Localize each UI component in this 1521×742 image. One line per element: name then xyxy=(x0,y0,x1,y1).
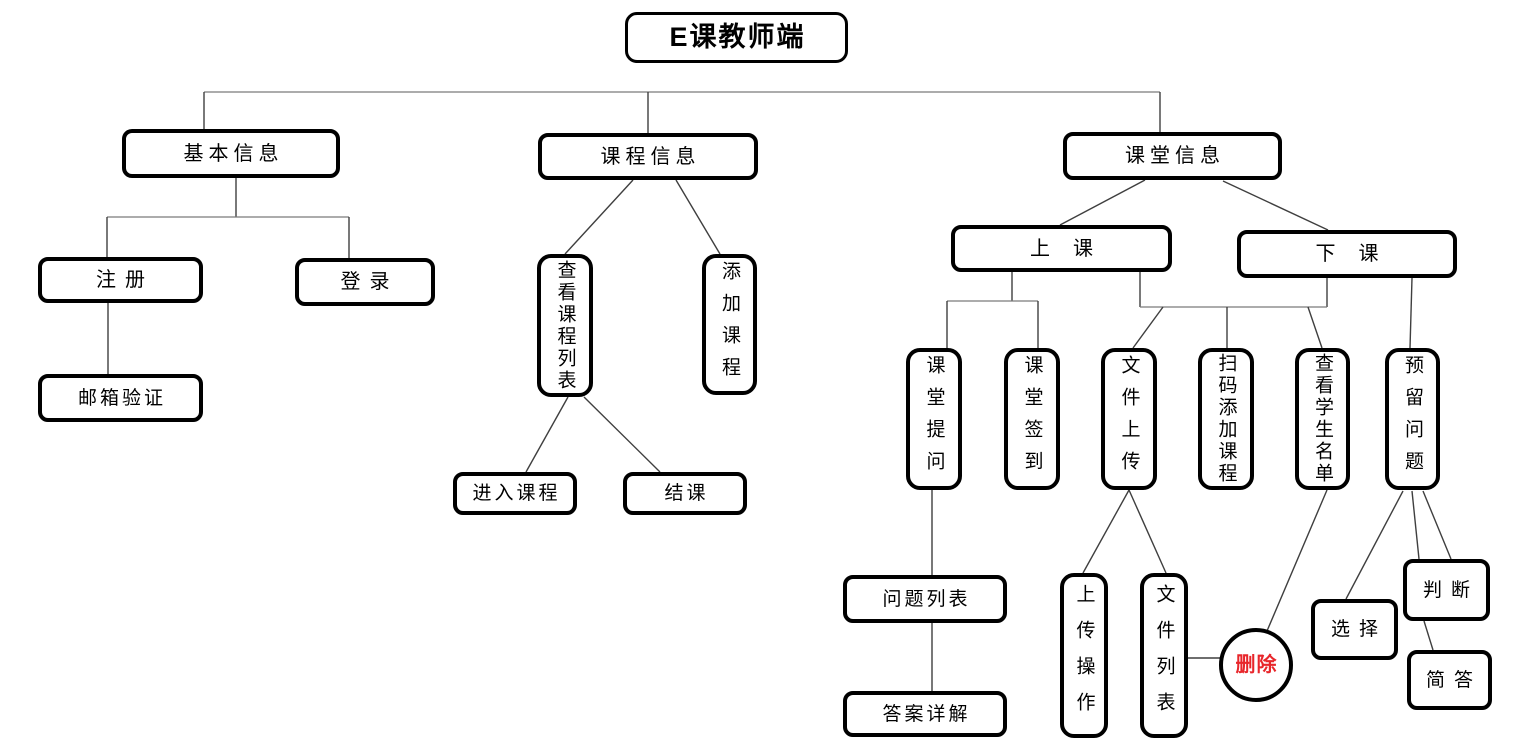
edge-to-view-course-list xyxy=(564,179,634,255)
node-class-question: 课堂提问 xyxy=(906,348,962,490)
edge-to-end-course xyxy=(583,396,661,473)
node-judge: 判断 xyxy=(1403,559,1490,621)
edge-to-choice xyxy=(1345,490,1404,600)
node-class-info: 课堂信息 xyxy=(1063,132,1282,180)
edge-studentlist-delete xyxy=(1266,489,1328,632)
node-reserved-question: 预留问题 xyxy=(1385,348,1440,490)
edge-to-file-list xyxy=(1128,489,1167,574)
node-scan-add-course: 扫码添加课程 xyxy=(1198,348,1254,490)
node-view-student-list: 查看学生名单 xyxy=(1295,348,1350,490)
edge-to-file-upload xyxy=(1132,306,1164,349)
edge-to-judge-2 xyxy=(1422,490,1452,560)
edge-to-judge-1 xyxy=(1411,490,1420,560)
node-file-list: 文件列表 xyxy=(1140,573,1188,738)
node-add-course: 添加课程 xyxy=(702,254,757,395)
node-end-course: 结课 xyxy=(623,472,747,515)
node-short-answer: 简答 xyxy=(1407,650,1492,710)
node-upload-operation: 上传操作 xyxy=(1060,573,1108,738)
node-basic-info: 基本信息 xyxy=(122,129,340,178)
node-class-end: 下 课 xyxy=(1237,230,1457,278)
edge-to-upload-operation xyxy=(1082,489,1130,574)
edge-to-reserved-question xyxy=(1409,277,1413,349)
node-view-course-list: 查看课程列表 xyxy=(537,254,593,397)
edge-to-add-course xyxy=(675,179,721,255)
edge-to-view-student-list xyxy=(1307,306,1323,349)
node-course-info: 课程信息 xyxy=(538,133,758,180)
node-delete: 删除 xyxy=(1219,628,1293,702)
node-class-signin: 课堂签到 xyxy=(1004,348,1060,490)
edge-judge-short-answer xyxy=(1423,620,1434,651)
node-choice: 选择 xyxy=(1311,599,1398,660)
node-login: 登录 xyxy=(295,258,435,306)
node-register: 注册 xyxy=(38,257,203,303)
node-enter-course: 进入课程 xyxy=(453,472,577,515)
node-question-list: 问题列表 xyxy=(843,575,1007,623)
edge-to-class-end xyxy=(1222,180,1329,231)
node-root-title: E课教师端 xyxy=(625,12,848,63)
node-email-verify: 邮箱验证 xyxy=(38,374,203,422)
edge-to-enter-course xyxy=(525,396,569,473)
node-file-upload: 文件上传 xyxy=(1101,348,1157,490)
node-answer-detail: 答案详解 xyxy=(843,691,1007,737)
node-class-start: 上 课 xyxy=(951,225,1172,272)
edge-to-class-start xyxy=(1059,179,1146,226)
